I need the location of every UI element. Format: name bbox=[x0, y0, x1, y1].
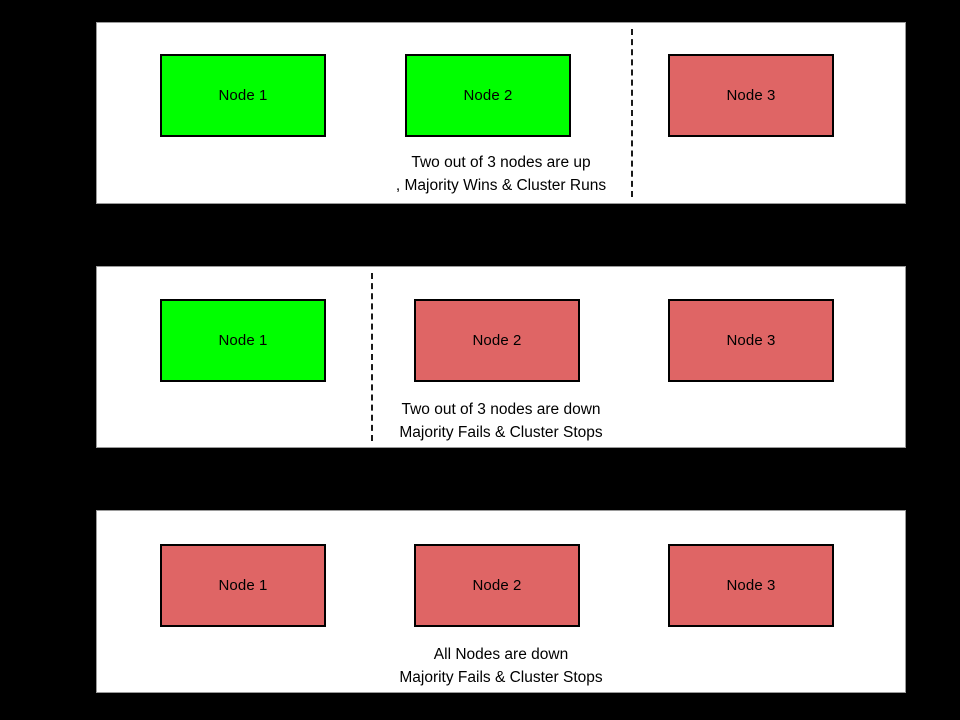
node-label: Node 3 bbox=[726, 332, 776, 349]
node-box-2-2: Node 2 bbox=[414, 299, 580, 382]
caption-line-1: All Nodes are down bbox=[433, 646, 569, 663]
node-label: Node 2 bbox=[463, 87, 513, 104]
node-box-2-1: Node 1 bbox=[160, 299, 326, 382]
quorum-divider-line bbox=[631, 29, 633, 197]
node-label: Node 2 bbox=[472, 332, 522, 349]
node-label: Node 1 bbox=[218, 332, 268, 349]
panel-caption: Two out of 3 nodes are down Majority Fai… bbox=[97, 398, 905, 444]
node-box-3-1: Node 1 bbox=[160, 544, 326, 627]
caption-line-2: , Majority Wins & Cluster Runs bbox=[395, 177, 607, 194]
caption-line-2: Majority Fails & Cluster Stops bbox=[399, 669, 603, 686]
panel-caption: All Nodes are down Majority Fails & Clus… bbox=[97, 643, 905, 689]
scenario-panel-two-down: Node 1 Node 2 Node 3 Two out of 3 nodes … bbox=[96, 266, 906, 448]
node-label: Node 1 bbox=[218, 87, 268, 104]
node-box-1-3: Node 3 bbox=[668, 54, 834, 137]
node-box-3-2: Node 2 bbox=[414, 544, 580, 627]
node-label: Node 2 bbox=[472, 577, 522, 594]
quorum-divider-line bbox=[371, 273, 373, 441]
panel-caption: Two out of 3 nodes are up , Majority Win… bbox=[97, 151, 905, 197]
node-box-2-3: Node 3 bbox=[668, 299, 834, 382]
node-label: Node 3 bbox=[726, 577, 776, 594]
caption-line-2: Majority Fails & Cluster Stops bbox=[399, 424, 603, 441]
scenario-panel-all-down: Node 1 Node 2 Node 3 All Nodes are down … bbox=[96, 510, 906, 693]
scenario-panel-two-up: Node 1 Node 2 Node 3 Two out of 3 nodes … bbox=[96, 22, 906, 204]
caption-line-1: Two out of 3 nodes are down bbox=[401, 401, 601, 418]
node-box-3-3: Node 3 bbox=[668, 544, 834, 627]
node-box-1-1: Node 1 bbox=[160, 54, 326, 137]
node-label: Node 3 bbox=[726, 87, 776, 104]
node-box-1-2: Node 2 bbox=[405, 54, 571, 137]
node-label: Node 1 bbox=[218, 577, 268, 594]
caption-line-1: Two out of 3 nodes are up bbox=[411, 154, 591, 171]
